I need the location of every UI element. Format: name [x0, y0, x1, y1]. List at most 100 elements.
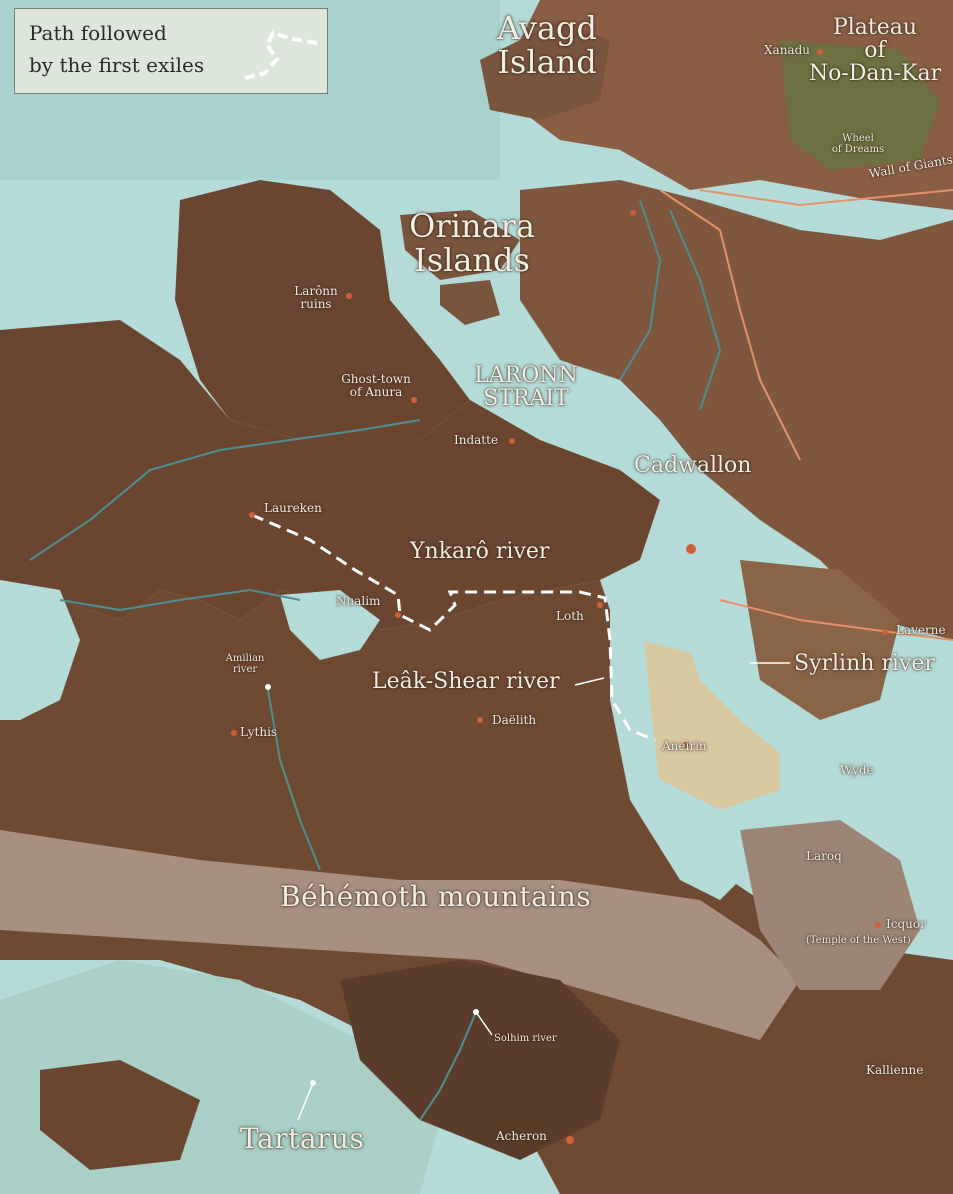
- orinara-island-1: [400, 210, 520, 280]
- northern-river: [29, 419, 421, 561]
- aneirin-marker: [683, 742, 689, 748]
- roads: [659, 189, 953, 641]
- orinara-label-line-1: Orinara: [409, 207, 535, 245]
- leak-leader: [574, 677, 605, 686]
- plateau-label-line-1: Plateau: [832, 15, 918, 40]
- wheel-label-line-1: Wheel: [842, 133, 874, 144]
- syrlinh-river-label: Syrlinh river: [794, 651, 935, 676]
- orinara-marker: [630, 210, 636, 216]
- plateau-label: Plateau of No-Dan-Kar: [800, 16, 950, 85]
- road-laverne: [719, 599, 953, 641]
- laureken-label: Laureken: [264, 501, 322, 515]
- syrlinh-water: [680, 560, 880, 790]
- wyde-label: Wyde: [840, 763, 874, 777]
- icquor-marker: [875, 922, 881, 928]
- indatte-label: Indatte: [454, 433, 499, 447]
- amilian-river-line: [267, 689, 321, 871]
- western-river: [59, 588, 301, 612]
- wheel-of-dreams-label: Wheel of Dreams: [818, 133, 898, 155]
- central-lands: [0, 320, 660, 630]
- rivers: [29, 199, 722, 1121]
- ghost-town-line-1: Ghost-town: [341, 372, 411, 386]
- temple-of-the-west-label: (Temple of the West): [806, 935, 911, 946]
- acheron-marker: [566, 1136, 574, 1144]
- amilian-river-label: Amilian river: [220, 653, 270, 675]
- laverne-label: Laverne: [896, 623, 946, 637]
- strait-label-line-1: LARONN: [474, 363, 578, 388]
- avagd-label: Avagd Island: [492, 9, 602, 81]
- aneirin-plateau: [640, 640, 780, 810]
- leak-shear-waterway: [610, 600, 740, 900]
- loth-marker: [597, 602, 603, 608]
- amilian-label-line-1: Amilian: [225, 653, 265, 664]
- solhim-highland: [340, 960, 620, 1160]
- lythis-label: Lythis: [240, 725, 278, 739]
- solhim-leader: [475, 1011, 493, 1036]
- laronn-ruins-line-1: Larônn: [294, 284, 338, 298]
- acheron-label: Acheron: [496, 1129, 547, 1143]
- aneirin-label: Aneirin: [662, 739, 707, 753]
- tartarus-label: Tartarus: [240, 1122, 365, 1155]
- legend-path-sample: [240, 30, 318, 81]
- delta-river-2: [669, 209, 722, 411]
- exiles-path: [251, 513, 656, 742]
- xanadu-marker: [817, 49, 823, 55]
- laronn-ruins-marker: [346, 293, 352, 299]
- delta-river-1: [619, 199, 662, 381]
- road-north: [659, 189, 801, 461]
- strait-label-line-2: STRAIT: [483, 386, 569, 412]
- anura-marker: [411, 397, 417, 403]
- avagd-island: [480, 20, 610, 120]
- wheel-label-line-2: of Dreams: [831, 143, 885, 155]
- nualim-lake: [280, 590, 380, 660]
- tartarus-leader: [297, 1082, 314, 1121]
- laronn-ruins-line-2: ruins: [300, 296, 332, 311]
- amilian-river-marker: [265, 684, 271, 690]
- kallienne-label: Kallienne: [866, 1063, 924, 1077]
- laverne-marker: [882, 629, 888, 635]
- orinara-island-2: [440, 280, 500, 325]
- laroq-mountains: [740, 820, 920, 990]
- legend-path-icon: [240, 30, 318, 81]
- laronn-strait-label: LARONN STRAIT: [466, 364, 586, 410]
- legend-line-2: by the first exiles: [29, 53, 205, 77]
- western-lake: [0, 580, 80, 720]
- ynkaro-river-label: Ynkarô river: [410, 539, 550, 564]
- daelith-marker: [477, 717, 483, 723]
- eastern-lands: [520, 180, 953, 640]
- legend-line-1: Path followed: [29, 21, 167, 45]
- solhim-river-label: Solhim river: [494, 1033, 557, 1044]
- nualim-label: Nualim: [336, 594, 381, 608]
- behemoth-mountains-label: Béhémoth mountains: [280, 880, 592, 913]
- ghost-town-label: Ghost-town of Anura: [326, 373, 426, 398]
- daelith-label: Daëlith: [492, 713, 537, 727]
- ghost-town-line-2: of Anura: [349, 384, 403, 399]
- laronn-ruins-label: Larônn ruins: [286, 285, 346, 310]
- label-leaders: [297, 662, 790, 1121]
- plateau-label-line-3: No-Dan-Kar: [808, 61, 942, 87]
- nualim-marker: [395, 612, 401, 618]
- orinara-label-line-2: Islands: [414, 240, 530, 279]
- laureken-marker: [249, 512, 255, 518]
- avagd-label-line-2: Island: [497, 42, 597, 81]
- avagd-label-line-1: Avagd: [497, 9, 597, 47]
- road-wall: [699, 189, 953, 207]
- northern-peninsula: [175, 180, 470, 440]
- town-markers: [231, 49, 888, 1144]
- plateau-label-line-2: of: [864, 38, 886, 64]
- cadwallon-label: Cadwallon: [634, 453, 752, 478]
- syrlinh-lands: [740, 560, 900, 720]
- laroq-label: Laroq: [806, 849, 842, 863]
- leak-shear-river-label: Leâk-Shear river: [372, 669, 560, 694]
- cadwallon-marker: [686, 544, 696, 554]
- amilian-label-line-2: river: [232, 663, 258, 675]
- indatte-marker: [509, 438, 515, 444]
- xanadu-label: Xanadu: [764, 43, 810, 57]
- map-legend: Path followed by the first exiles: [14, 8, 328, 94]
- orinara-islands-label: Orinara Islands: [402, 207, 542, 279]
- tartarus-islet: [40, 1060, 200, 1170]
- lythis-marker: [231, 730, 237, 736]
- loth-label: Loth: [556, 609, 584, 623]
- behemoth-mountain-range: [0, 830, 800, 1040]
